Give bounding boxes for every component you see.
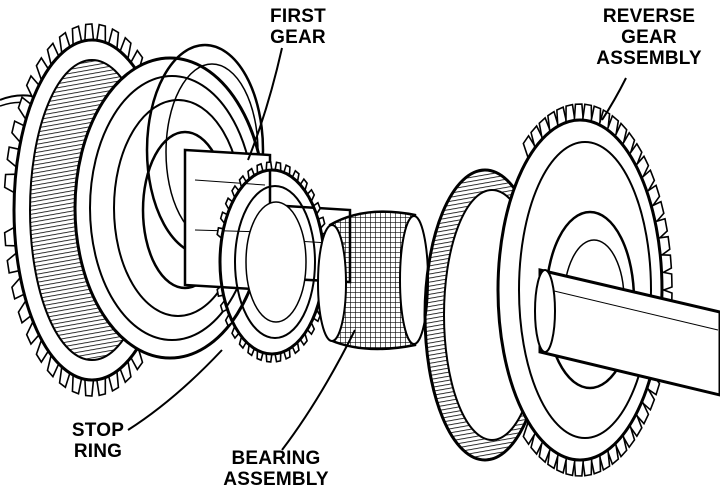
leader-reverse-gear (601, 77, 627, 121)
gear-tooth (573, 103, 585, 122)
label-stop-line1: STOP (71, 420, 125, 441)
label-bearing-assembly: BEARING ASSEMBLY (212, 448, 340, 490)
leader-first-gear (247, 47, 283, 161)
label-stop-ring: STOP RING (58, 420, 138, 462)
bearing-assembly (317, 210, 429, 351)
label-first-gear-line2: GEAR (270, 27, 326, 48)
label-first-gear: FIRST GEAR (258, 6, 338, 48)
label-stop-line2: RING (73, 441, 123, 462)
leader-bearing-assembly (281, 329, 356, 451)
label-reverse-line1: REVERSE (602, 6, 696, 27)
gear-tooth (573, 458, 585, 477)
gear-tooth (84, 378, 95, 397)
label-bearing-line2: ASSEMBLY (223, 469, 329, 490)
label-reverse-line2: GEAR (621, 27, 677, 48)
label-reverse-gear-assembly: REVERSE GEAR ASSEMBLY (584, 6, 714, 69)
label-first-gear-line1: FIRST (270, 6, 326, 27)
label-bearing-line1: BEARING (231, 448, 321, 469)
label-reverse-line3: ASSEMBLY (596, 48, 702, 69)
leader-stop-ring (127, 349, 223, 431)
leader-lines (127, 47, 627, 451)
output-shaft (534, 268, 720, 397)
gear-tooth (84, 23, 95, 42)
